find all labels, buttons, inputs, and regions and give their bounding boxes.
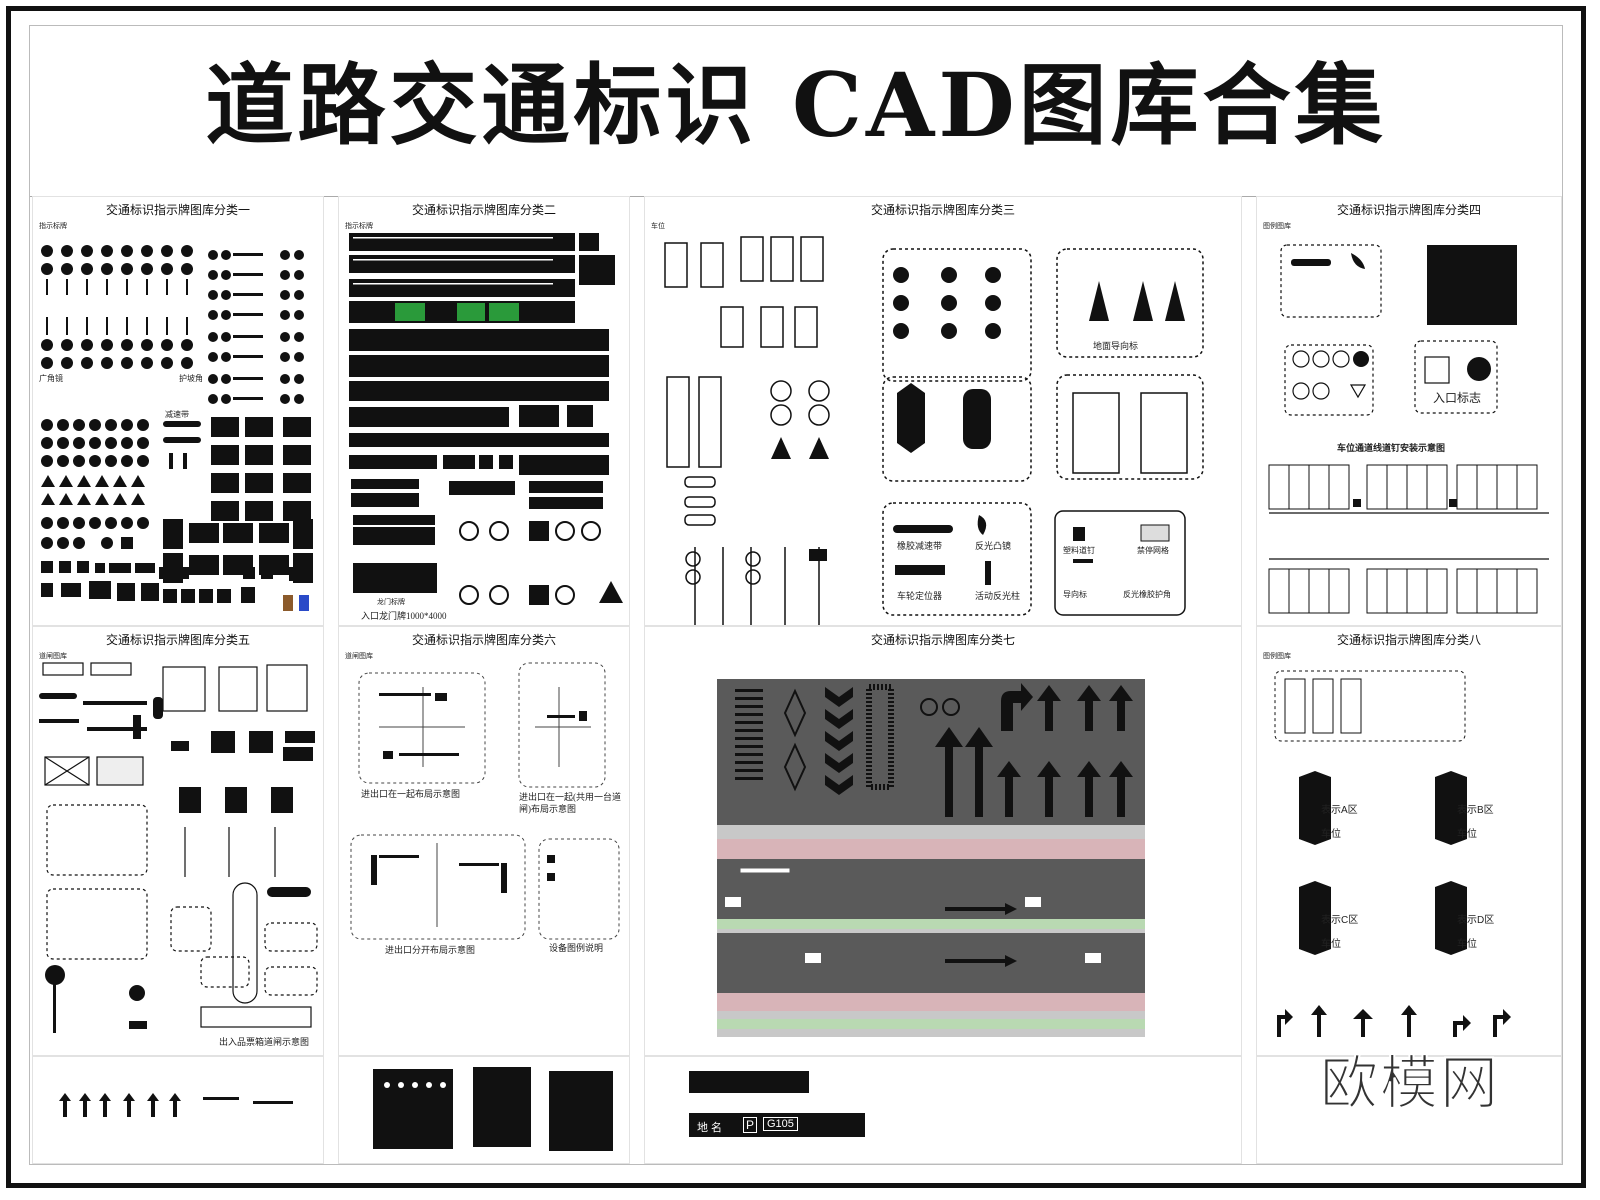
zone-a-slot: 车位 xyxy=(1321,829,1341,840)
zone-d-slot: 车位 xyxy=(1457,939,1477,950)
bottom-strip-3: 地 名 P G105 xyxy=(644,1056,1242,1164)
panel-category-1: 交通标识指示牌图库分类一 指示标牌 xyxy=(32,196,324,626)
panel-title: 交通标识指示牌图库分类三 xyxy=(870,203,1015,217)
legend-plastic-nail: 塑料道钉 xyxy=(1063,546,1095,555)
caption-gate-small: 龙门标牌 xyxy=(377,598,405,606)
caption-device-legend: 设备图例说明 xyxy=(549,943,604,953)
direction-signboards xyxy=(689,1071,865,1137)
panel-title: 交通标识指示牌图库分类二 xyxy=(411,203,556,217)
road-sign-place-name: 地 名 xyxy=(697,1122,723,1134)
zone-c-label: 表示C区 xyxy=(1321,915,1359,926)
panel-category-8: 交通标识指示牌图库分类八 图例图库 表示A区 车位 表示B区 车位 表示C区 车… xyxy=(1256,626,1562,1056)
panel-category-3: 交通标识指示牌图库分类三 车位 xyxy=(644,196,1242,626)
panel-title: 交通标识指示牌图库分类一 xyxy=(105,203,250,217)
panel-subtitle: 图例图库 xyxy=(1263,223,1291,230)
panel-subtitle: 道闸图库 xyxy=(345,653,373,660)
panel-title: 交通标识指示牌图库分类四 xyxy=(1336,203,1481,217)
panel-category-5: 交通标识指示牌图库分类五 道闸图库 xyxy=(32,626,324,1056)
parking-bay-drawings xyxy=(664,236,1204,625)
caption-combined-io: 进出口在一起布局示意图 xyxy=(361,789,461,799)
label-speed-bump: 减速带 xyxy=(165,410,189,419)
gate-layout-drawings xyxy=(350,662,620,940)
panel-subtitle: 车位 xyxy=(651,223,665,230)
outer-frame: 道路交通标识 CAD图库合集 交通标识指示牌图库分类一 指示标牌 xyxy=(6,6,1586,1188)
caption-ticket-gate: 出入品票箱道闸示意图 xyxy=(219,1037,310,1047)
panel-category-7: 交通标识指示牌图库分类七 xyxy=(644,626,1242,1056)
nail-install-title: 车位通道线道钉安装示意图 xyxy=(1337,443,1446,453)
page-title: 道路交通标识 CAD图库合集 xyxy=(205,53,1387,157)
label-slope-guard: 护坡角 xyxy=(179,374,203,383)
parking-sign-grid xyxy=(349,233,623,605)
panel-title: 交通标识指示牌图库分类八 xyxy=(1336,633,1481,647)
label-wide-mirror: 广角镜 xyxy=(39,374,63,383)
panel-category-4: 交通标识指示牌图库分类四 图例图库 xyxy=(1256,196,1562,626)
road-sign-route: G105 xyxy=(763,1117,798,1131)
zone-b-label: 表示B区 xyxy=(1457,805,1494,816)
zone-c-slot: 车位 xyxy=(1321,939,1341,950)
panel-title: 交通标识指示牌图库分类七 xyxy=(870,633,1015,647)
caption-separate-io: 进出口分开布局示意图 xyxy=(385,945,476,955)
caption-entrance-gate: 入口龙门牌1000*4000 xyxy=(361,611,447,621)
caption-rubber-bump: 橡胶减速带 xyxy=(897,541,943,551)
panel-subtitle: 指示标牌 xyxy=(345,223,373,230)
legend-diagrams xyxy=(1268,244,1549,614)
caption-wheel-stop: 车轮定位器 xyxy=(897,591,943,601)
sign-sheet-thumbnails xyxy=(373,1067,613,1151)
panel-category-6: 交通标识指示牌图库分类六 道闸图库 进出口在一起布局示意图 进出口 xyxy=(338,626,630,1056)
caption-ground-arrow: 地面导向标 xyxy=(1093,341,1139,351)
lane-arrow-sheet xyxy=(59,1093,293,1117)
zone-a-label: 表示A区 xyxy=(1321,805,1358,816)
circle-sign-row-1 xyxy=(41,245,193,275)
parking-zone-markers xyxy=(1274,670,1511,1037)
panel-title: 交通标识指示牌图库分类六 xyxy=(411,633,556,647)
entrance-sign-label: 入口标志 xyxy=(1433,391,1482,405)
legend-corner-guard: 反光橡胶护角 xyxy=(1123,590,1171,599)
zone-b-slot: 车位 xyxy=(1457,829,1477,840)
panel-category-2: 交通标识指示牌图库分类二 指示标牌 xyxy=(338,196,630,626)
bottom-strip-2 xyxy=(338,1056,630,1164)
zone-d-label: 表示D区 xyxy=(1457,915,1495,926)
legend-no-parking-grid: 禁停网格 xyxy=(1137,546,1169,555)
caption-shared-gate: 进出口在一起(共用一台道闸)布局示意图 xyxy=(519,792,621,814)
road-marking-plan xyxy=(717,679,1145,1037)
legend-guide-mark: 导向标 xyxy=(1063,590,1087,599)
panel-subtitle: 图例图库 xyxy=(1263,653,1291,660)
caption-flex-post: 活动反光柱 xyxy=(975,591,1021,601)
sign-glyph-grid xyxy=(41,245,313,611)
watermark-logo: 欧模网 xyxy=(1319,1048,1501,1118)
road-sign-parking: P xyxy=(743,1117,758,1133)
caption-convex-mirror: 反光凸镜 xyxy=(975,541,1012,551)
panel-subtitle: 道闸图库 xyxy=(39,653,67,660)
bottom-strip-4 xyxy=(1256,1056,1562,1164)
panel-subtitle: 指示标牌 xyxy=(39,223,67,230)
poster-canvas: 道路交通标识 CAD图库合集 交通标识指示牌图库分类一 指示标牌 xyxy=(29,25,1563,1165)
panel-title: 交通标识指示牌图库分类五 xyxy=(105,633,250,647)
bottom-strip-1 xyxy=(32,1056,324,1164)
barrier-gate-drawings xyxy=(39,662,318,1033)
